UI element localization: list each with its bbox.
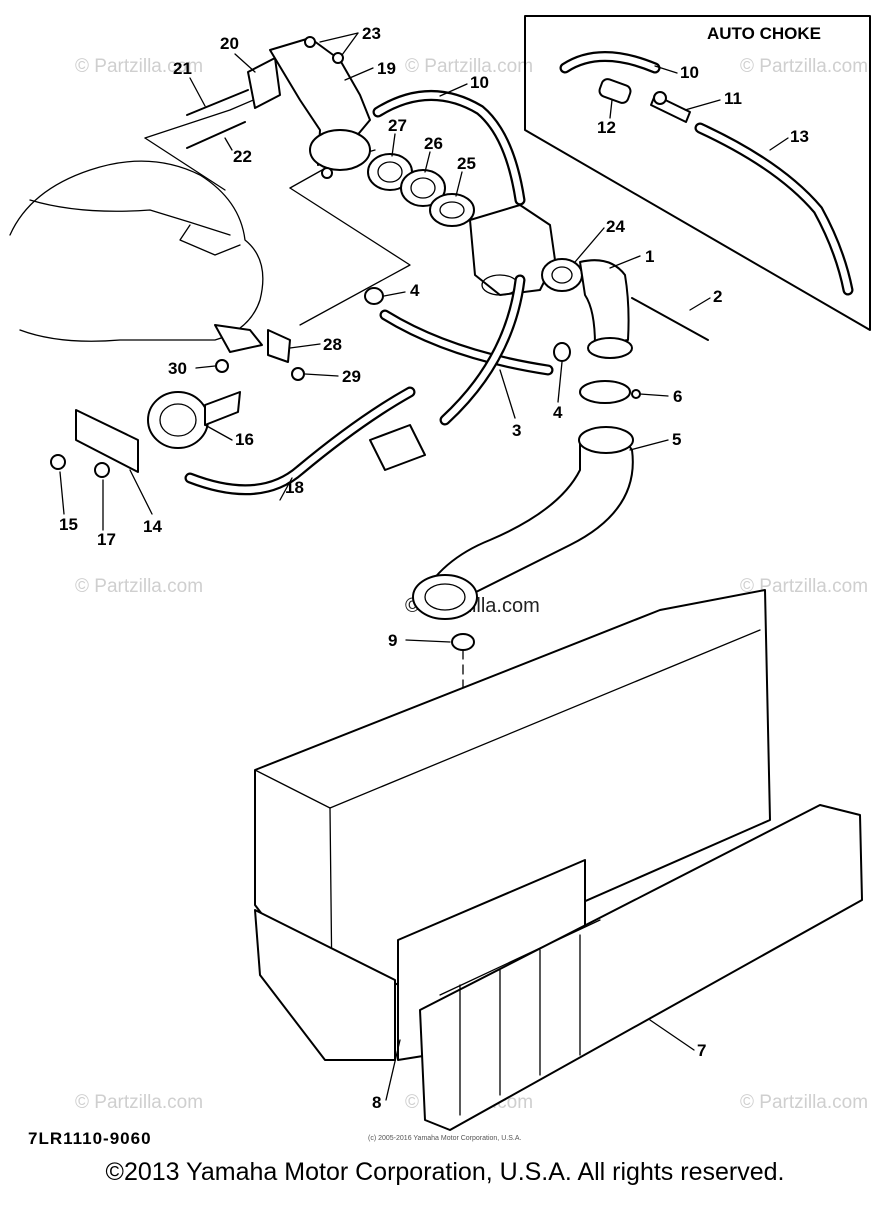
callout-4b: 4 (553, 403, 563, 422)
callout-29: 29 (342, 367, 361, 386)
silencer-box (254, 589, 863, 1131)
carburetor (469, 204, 556, 296)
watermark-6: © Partzilla.com (75, 1092, 203, 1113)
callout-28: 28 (323, 335, 342, 354)
elbow (541, 258, 709, 359)
watermark-1: © Partzilla.com (75, 56, 203, 77)
inset-border (524, 15, 871, 331)
callout-11: 11 (724, 89, 742, 108)
auto-choke-inset: AUTO CHOKE (524, 15, 871, 331)
callout-9: 9 (388, 631, 397, 650)
callout-23: 23 (362, 24, 381, 43)
callout-19: 19 (377, 59, 396, 78)
leader-lines (59, 32, 789, 1101)
clamps (364, 287, 571, 362)
callout-24: 24 (606, 217, 625, 236)
callout-22: 22 (233, 147, 252, 166)
callout-25: 25 (457, 154, 476, 173)
callout-16: 16 (235, 430, 254, 449)
callout-15: 15 (59, 515, 78, 534)
callouts: 1 2 3 4 4 5 6 7 8 9 10 10 11 12 13 14 15… (59, 24, 809, 1112)
left-components (50, 324, 426, 496)
callout-3: 3 (512, 421, 521, 440)
watermark-4: © Partzilla.com (75, 576, 203, 597)
callout-2: 2 (713, 287, 722, 306)
watermark-2: © Partzilla.com (405, 56, 533, 77)
callout-10b: 10 (680, 63, 699, 82)
callout-12: 12 (597, 118, 616, 137)
callout-20: 20 (220, 34, 239, 53)
watermark-8: © Partzilla.com (740, 1092, 868, 1113)
gaskets (367, 153, 475, 227)
callout-7: 7 (697, 1041, 706, 1060)
callout-17: 17 (97, 530, 116, 549)
callout-8: 8 (372, 1093, 381, 1112)
callout-13: 13 (790, 127, 809, 146)
callout-21: 21 (173, 59, 192, 78)
copyright-footer: ©2013 Yamaha Motor Corporation, U.S.A. A… (105, 1158, 785, 1186)
watermark-3: © Partzilla.com (740, 56, 868, 77)
callout-6: 6 (673, 387, 682, 406)
inset-title: AUTO CHOKE (707, 24, 821, 43)
callout-26: 26 (424, 134, 443, 153)
callout-30: 30 (168, 359, 187, 378)
callout-18: 18 (285, 478, 304, 497)
manifold (247, 36, 371, 179)
callout-27: 27 (388, 116, 407, 135)
clamp-ring-6 (579, 380, 641, 404)
callout-1: 1 (645, 247, 654, 266)
studs (186, 89, 249, 149)
engine-outline (9, 160, 264, 342)
callout-4a: 4 (410, 281, 420, 300)
callout-10a: 10 (470, 73, 489, 92)
callout-14: 14 (143, 517, 162, 536)
watermark-5: © Partzilla.com (740, 576, 868, 597)
callout-5: 5 (672, 430, 681, 449)
diagram-code: 7LR1110-9060 (28, 1129, 152, 1148)
hose-10 (372, 90, 526, 206)
intake-duct-5 (412, 426, 634, 620)
small-copyright: (c) 2005-2016 Yamaha Motor Corporation, … (368, 1135, 522, 1142)
hose-3 (379, 274, 554, 426)
